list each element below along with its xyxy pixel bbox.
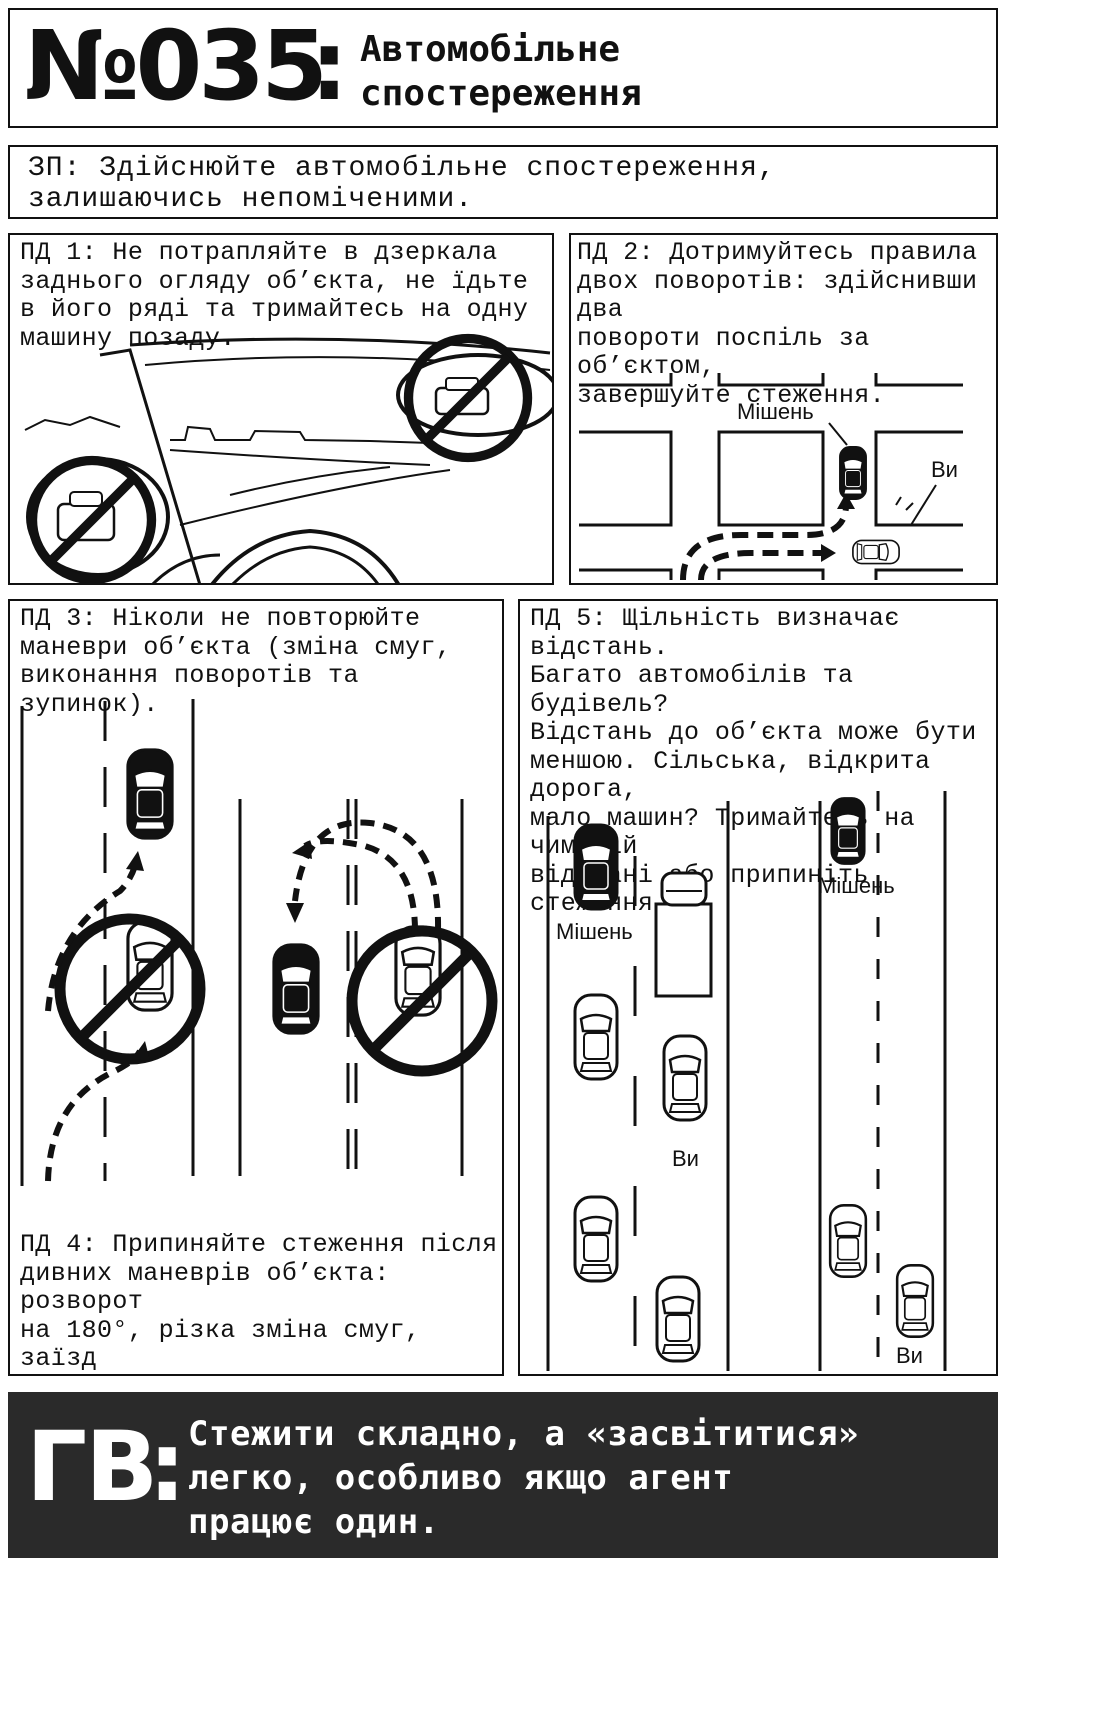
panel-1-text: ПД 1: Не потрапляйте в дзеркала заднього… bbox=[20, 238, 529, 353]
header-box: №035 : Автомобільне спостереження bbox=[8, 8, 998, 128]
panel-3: ПД 3: Ніколи не повторюйте маневри об’єк… bbox=[8, 599, 504, 1376]
card-title-line1: Автомобільне bbox=[360, 29, 621, 70]
panel-2-text: ПД 2: Дотримуйтесь правила двох повороті… bbox=[577, 238, 978, 410]
card-title-line2: спостереження bbox=[360, 73, 642, 114]
intersection-map bbox=[579, 373, 963, 581]
panel-5-you-label-right: Ви bbox=[896, 1343, 923, 1368]
goal-box: ЗП: Здійснюйте автомобільне спостереженн… bbox=[8, 145, 998, 219]
card-number: №035 bbox=[24, 10, 328, 122]
windshield-illustration bbox=[24, 235, 552, 583]
footer-box: ГВ : Стежити складно, а «засвітитися» ле… bbox=[8, 1392, 998, 1558]
panel-5-you-label-left: Ви bbox=[672, 1146, 699, 1171]
footer-prefix: ГВ bbox=[26, 1411, 158, 1523]
traffic-density-illustration bbox=[546, 791, 947, 1371]
panel-2-you-label: Ви bbox=[931, 457, 958, 482]
goal-text: ЗП: Здійснюйте автомобільне спостереженн… bbox=[28, 153, 776, 215]
panel-3-text: ПД 3: Ніколи не повторюйте маневри об’єк… bbox=[20, 604, 452, 719]
card-number-colon: : bbox=[310, 10, 349, 122]
panel-5-target-label-right: Мішень bbox=[818, 873, 895, 898]
panel-2: ПД 2: Дотримуйтесь правила двох повороті… bbox=[569, 233, 998, 585]
panel-5: ПД 5: Щільність визначає відстань. Багат… bbox=[518, 599, 998, 1376]
footer-text: Стежити складно, а «засвітитися» легко, … bbox=[188, 1414, 860, 1542]
panel-2-target-label: Мішень bbox=[737, 399, 814, 424]
panel-4-text: ПД 4: Припиняйте стеження після дивних м… bbox=[20, 1230, 498, 1374]
footer-colon: : bbox=[148, 1411, 187, 1523]
panel-5-target-label-left: Мішень bbox=[556, 919, 633, 944]
panel-1: ПД 1: Не потрапляйте в дзеркала заднього… bbox=[8, 233, 554, 585]
lane-change-illustration bbox=[20, 699, 504, 1186]
